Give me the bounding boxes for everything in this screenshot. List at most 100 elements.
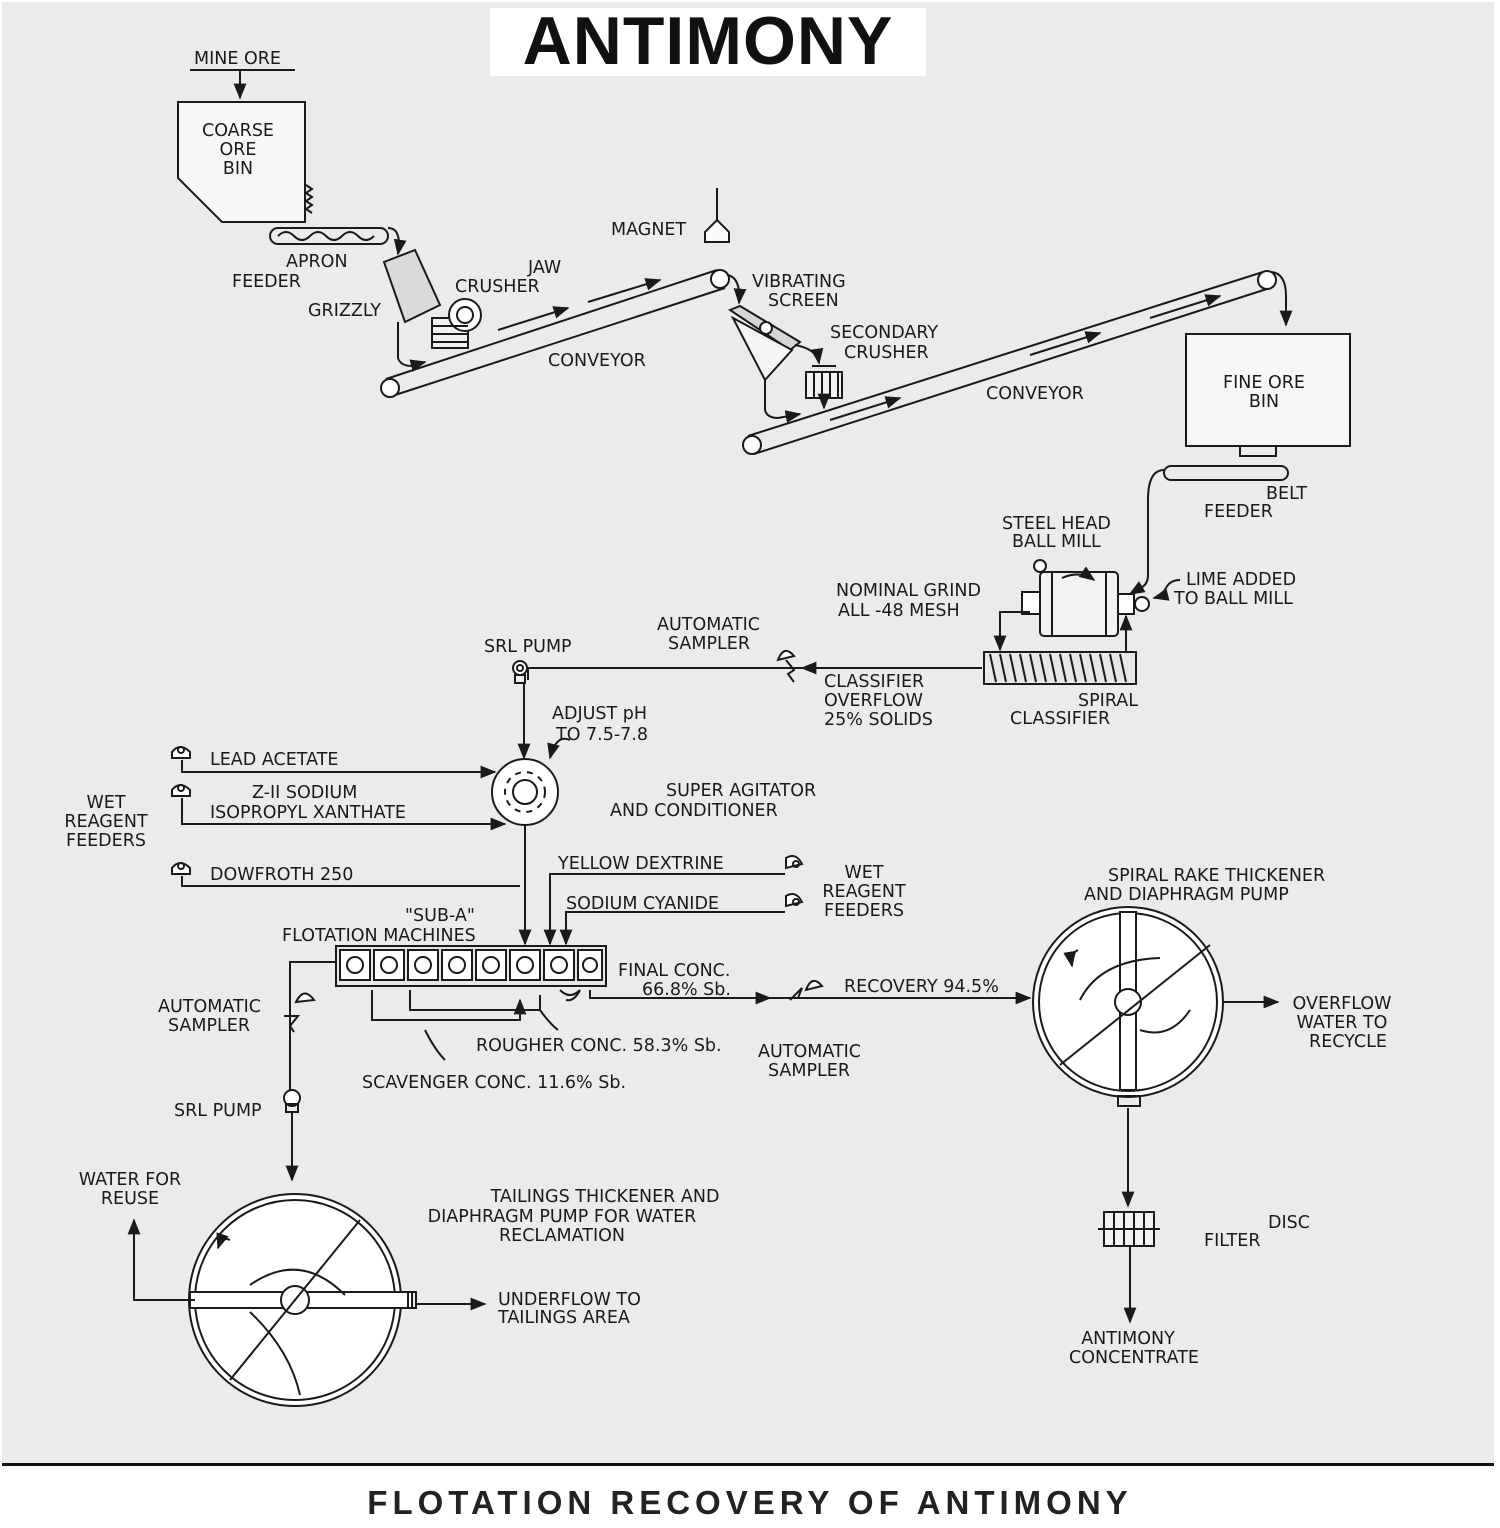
belt-feeder-discharge bbox=[1139, 469, 1165, 589]
scavenger-conc-label: SCAVENGER CONC. 11.6% Sb. bbox=[362, 1073, 626, 1093]
conveyor-2 bbox=[742, 270, 1277, 455]
rougher-return-line bbox=[409, 990, 541, 1011]
secondary-crusher-label-1: SECONDARY bbox=[830, 323, 938, 343]
scavenger-conc-leader bbox=[424, 1029, 446, 1061]
jaw-crusher-label-2: CRUSHER bbox=[455, 277, 540, 297]
automatic-sampler-1-icon bbox=[776, 649, 796, 683]
wet-reagent-feeders-right-2: REAGENT bbox=[822, 882, 906, 902]
spiral-classifier-label-2: CLASSIFIER bbox=[1010, 709, 1110, 729]
antimony-concentrate-label-1: ANTIMONY bbox=[1081, 1329, 1175, 1349]
overflow-water-label-3: RECYCLE bbox=[1309, 1032, 1387, 1052]
mine-ore-label: MINE ORE bbox=[194, 49, 281, 69]
automatic-sampler-3-icon bbox=[789, 979, 824, 1001]
sodium-cyanide-label: SODIUM CYANIDE bbox=[566, 894, 719, 914]
apron-feeder-label-1: APRON bbox=[286, 252, 348, 272]
underflow-label-2: TAILINGS AREA bbox=[497, 1308, 630, 1328]
spiral-classifier-icon bbox=[983, 651, 1137, 685]
fine-ore-bin-label-2: BIN bbox=[1249, 392, 1279, 412]
spiral-rake-thickener-icon bbox=[1032, 906, 1224, 1107]
adjust-ph-label-1: ADJUST pH bbox=[552, 704, 647, 724]
srl-pump-1-label: SRL PUMP bbox=[484, 637, 572, 657]
wet-reagent-feeders-right-1: WET bbox=[844, 863, 883, 883]
belt-feeder-label-2: FEEDER bbox=[1204, 502, 1273, 522]
apron-feeder-label-2: FEEDER bbox=[232, 272, 301, 292]
diagram-title: ANTIMONY bbox=[522, 3, 894, 79]
tailings-thickener-label-1: TAILINGS THICKENER AND bbox=[490, 1187, 720, 1207]
screen-undersize-curve bbox=[764, 409, 779, 419]
wet-reagent-feeders-left-2: REAGENT bbox=[64, 812, 148, 832]
lead-acetate-line bbox=[181, 760, 497, 779]
grizzly-label: GRIZZLY bbox=[308, 301, 381, 321]
dowfroth-label: DOWFROTH 250 bbox=[210, 865, 353, 885]
apron-chain-icon bbox=[277, 231, 375, 241]
automatic-sampler-2-label-2: SAMPLER bbox=[168, 1016, 250, 1036]
final-conc-label-2: 66.8% Sb. bbox=[642, 980, 731, 1000]
sub-a-label-1: "SUB-A" bbox=[405, 906, 475, 926]
conveyor-1-discharge bbox=[726, 274, 747, 305]
srl-pump-2-label: SRL PUMP bbox=[174, 1101, 262, 1121]
water-for-reuse-arrow bbox=[127, 1218, 195, 1301]
grizzly-undersize-curve bbox=[397, 357, 411, 367]
rougher-conc-label: ROUGHER CONC. 58.3% Sb. bbox=[476, 1036, 722, 1056]
water-for-reuse-label-2: REUSE bbox=[101, 1189, 159, 1209]
dowfroth-line bbox=[181, 876, 520, 887]
super-agitator-label-2: AND CONDITIONER bbox=[610, 801, 778, 821]
spiral-rake-label-1: SPIRAL RAKE THICKENER bbox=[1108, 866, 1325, 886]
automatic-sampler-2-label-1: AUTOMATIC bbox=[158, 997, 261, 1017]
mill-to-classifier bbox=[993, 611, 1030, 652]
srl-pump-1-icon bbox=[512, 660, 528, 684]
classifier-overflow-label-2: OVERFLOW bbox=[824, 691, 923, 711]
fine-ore-bin-gate bbox=[1239, 445, 1277, 457]
automatic-sampler-2-icon bbox=[284, 992, 316, 1033]
yellow-dextrine-line bbox=[543, 873, 785, 946]
z11-feeder-icon bbox=[171, 784, 191, 797]
coarse-ore-bin bbox=[177, 101, 306, 223]
automatic-sampler-3-label-2: SAMPLER bbox=[768, 1061, 850, 1081]
sodium-cyanide-line bbox=[559, 911, 785, 946]
wet-reagent-feeders-left-3: FEEDERS bbox=[66, 831, 146, 851]
conveyor-1 bbox=[380, 269, 730, 398]
automatic-sampler-1-label-2: SAMPLER bbox=[668, 634, 750, 654]
bin-gate-icon bbox=[304, 184, 314, 214]
vibrating-screen-label-2: SCREEN bbox=[768, 291, 839, 311]
screen-oversize-arrow bbox=[794, 344, 824, 365]
disc-filter-label-1: DISC bbox=[1268, 1213, 1310, 1233]
adjust-ph-label-2: TO 7.5-7.8 bbox=[555, 725, 648, 745]
ball-mill-label-1: STEEL HEAD bbox=[1002, 514, 1111, 534]
z11-label-2: ISOPROPYL XANTHATE bbox=[210, 803, 406, 823]
flotation-machines-icon bbox=[335, 945, 607, 987]
vibrating-screen-label-1: VIBRATING bbox=[752, 272, 846, 292]
magnet-label: MAGNET bbox=[611, 220, 686, 240]
underflow-label-1: UNDERFLOW TO bbox=[498, 1290, 641, 1310]
ball-mill-icon bbox=[1021, 559, 1150, 637]
scavenger-return-line bbox=[371, 990, 527, 1021]
adjust-ph-leader bbox=[547, 737, 571, 760]
magnet-icon bbox=[704, 188, 730, 243]
z11-label-1: Z-II SODIUM bbox=[252, 783, 357, 803]
automatic-sampler-1-label-1: AUTOMATIC bbox=[657, 615, 760, 635]
sub-a-label-2: FLOTATION MACHINES bbox=[282, 926, 476, 946]
z11-xanthate-line bbox=[181, 798, 507, 831]
lime-added-label-1: LIME ADDED bbox=[1186, 570, 1296, 590]
tailings-thickener-icon bbox=[188, 1193, 417, 1407]
tailings-line bbox=[289, 961, 336, 1090]
tailings-thickener-label-2: DIAPHRAGM PUMP FOR WATER bbox=[428, 1207, 697, 1227]
srl-pump-2-icon bbox=[283, 1089, 301, 1113]
nominal-grind-label-1: NOMINAL GRIND bbox=[836, 581, 981, 601]
water-for-reuse-label-1: WATER FOR bbox=[79, 1170, 181, 1190]
lead-acetate-label: LEAD ACETATE bbox=[210, 750, 338, 770]
sodium-cyanide-feeder-icon bbox=[785, 893, 804, 908]
cleaner-return-curve bbox=[559, 989, 581, 1002]
conveyor-2-label: CONVEYOR bbox=[986, 384, 1084, 404]
recovery-label: RECOVERY 94.5% bbox=[844, 977, 999, 997]
lime-added-label-2: TO BALL MILL bbox=[1173, 589, 1293, 609]
jaw-crusher-icon bbox=[431, 298, 482, 349]
diagram-caption: FLOTATION RECOVERY OF ANTIMONY bbox=[367, 1484, 1133, 1521]
fine-ore-bin bbox=[1185, 333, 1351, 447]
ball-mill-label-2: BALL MILL bbox=[1012, 532, 1101, 552]
dowfroth-feeder-icon bbox=[171, 862, 191, 875]
screen-undersize-arrow bbox=[777, 410, 802, 423]
disc-filter-icon bbox=[1098, 1211, 1160, 1247]
